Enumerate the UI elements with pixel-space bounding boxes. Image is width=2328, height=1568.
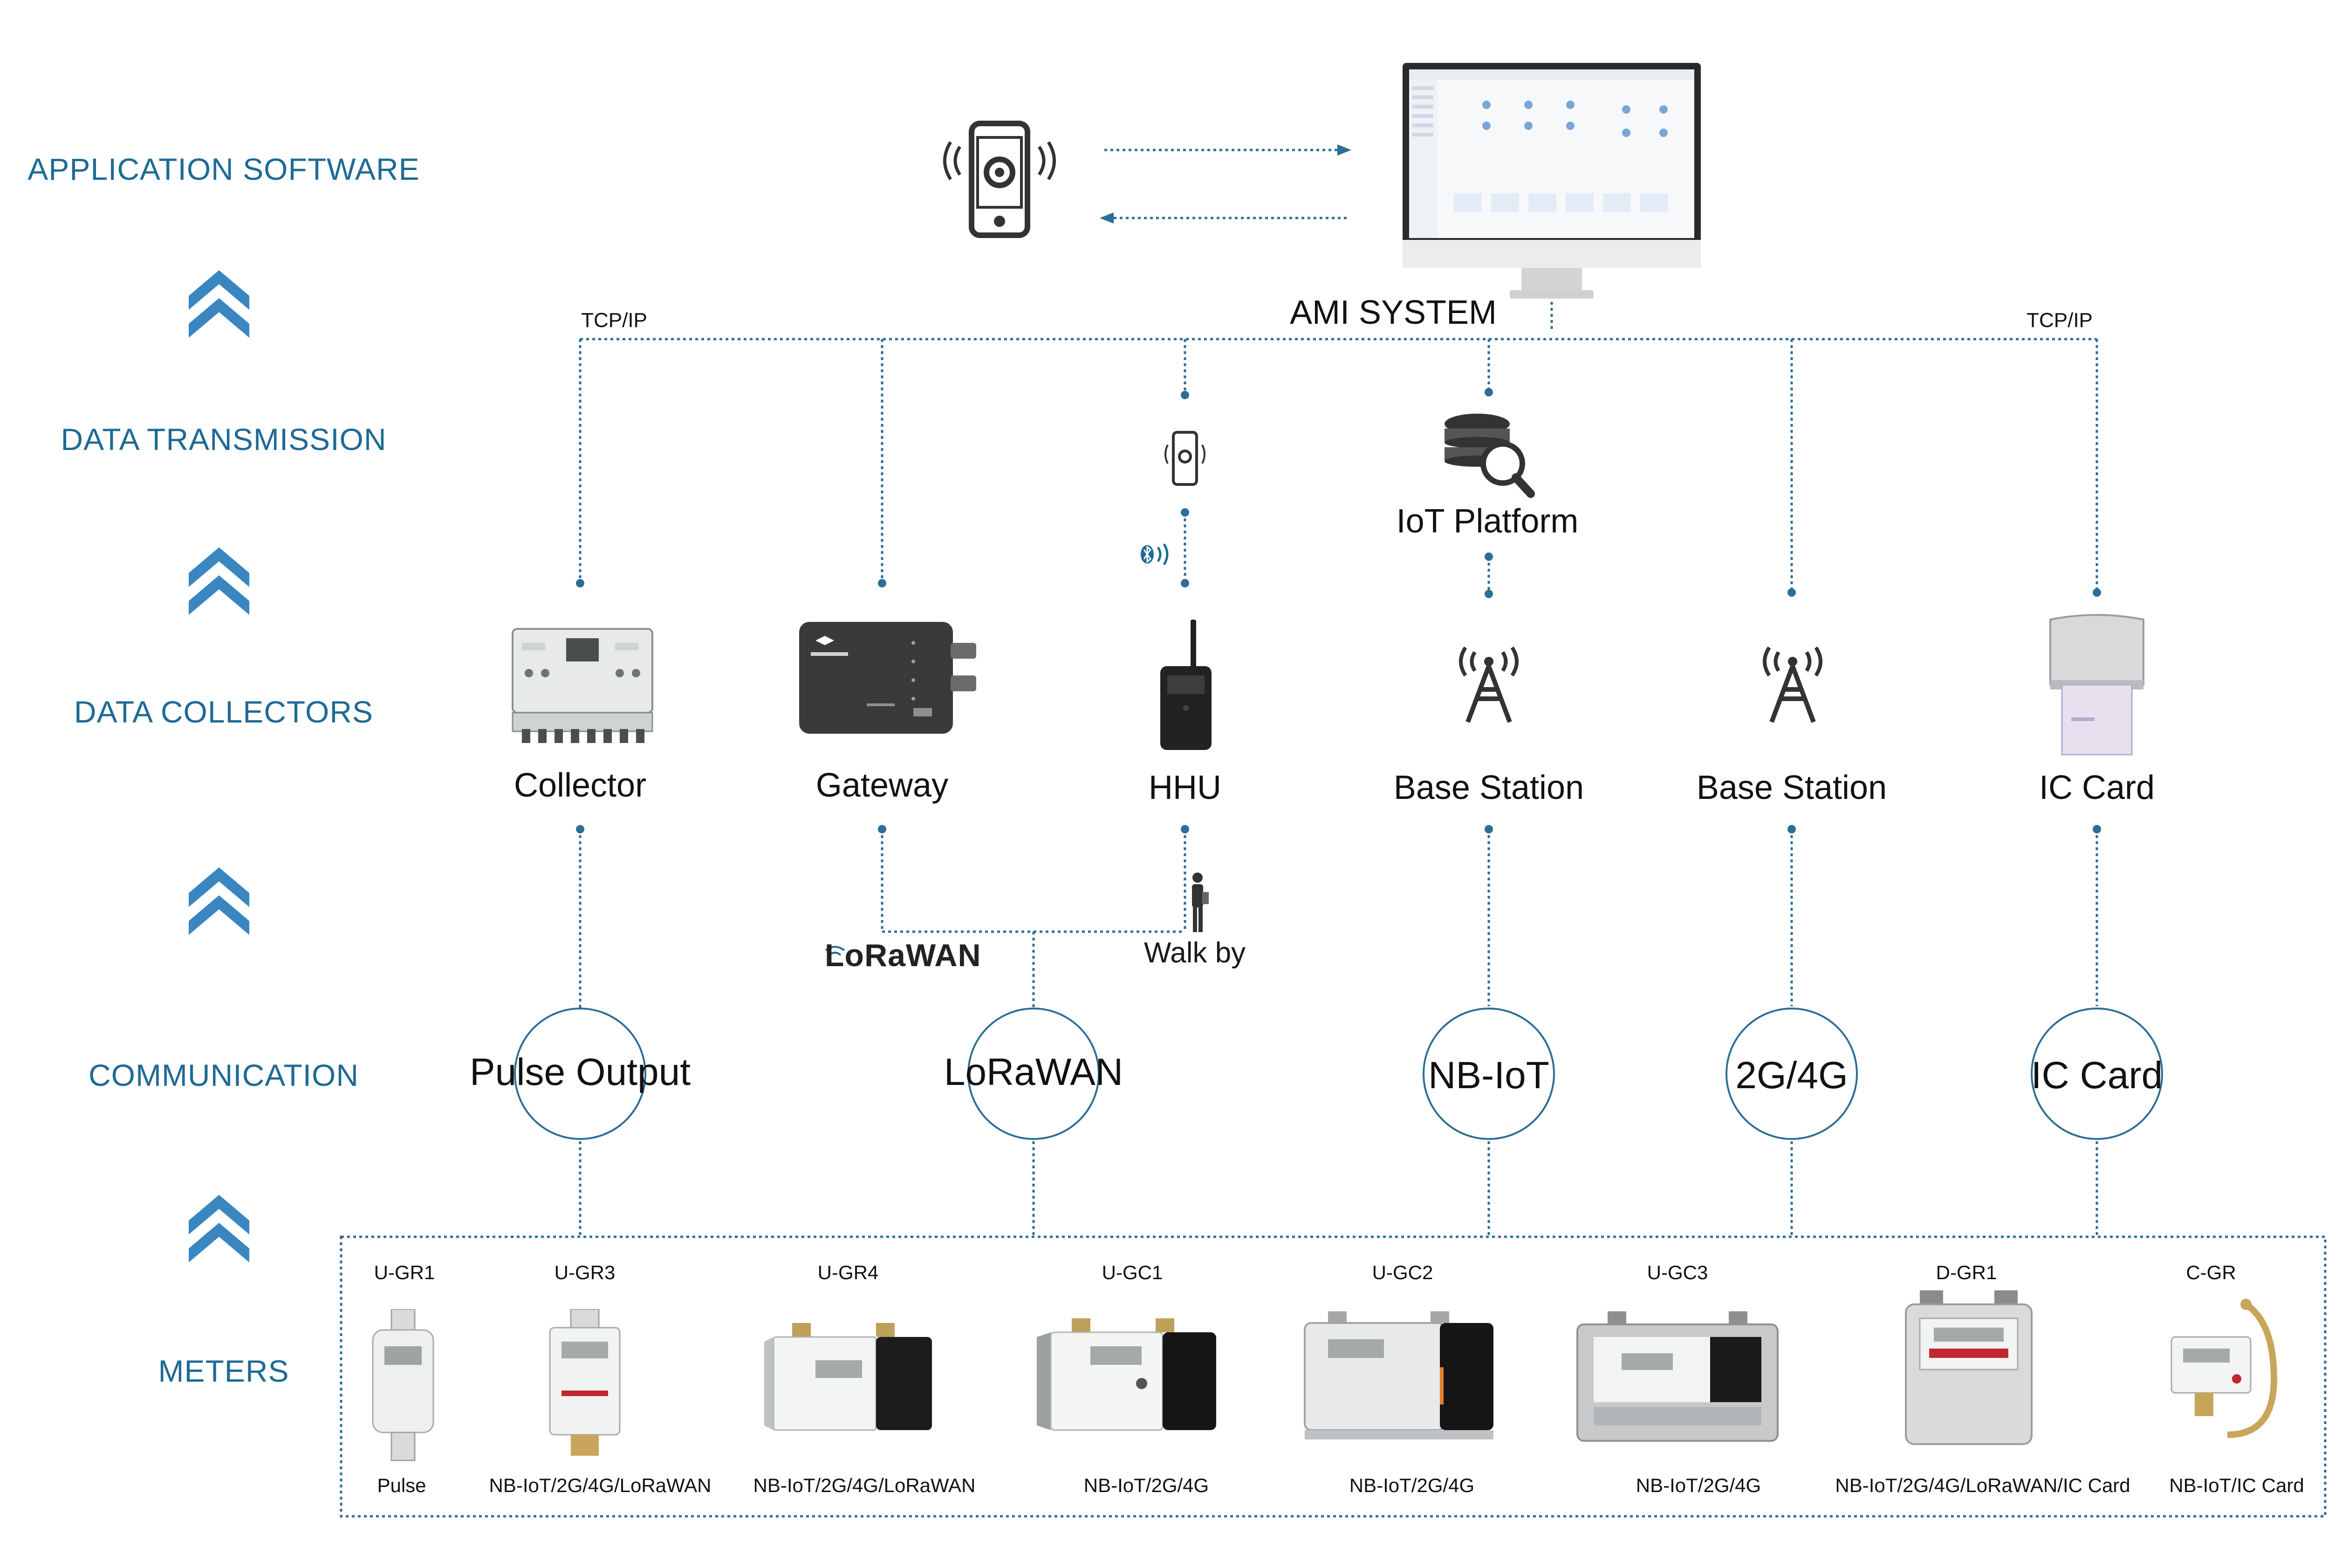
comm-2g-4g: 2G/4G [1735, 1054, 1848, 1097]
comm-nb-iot: NB-IoT [1428, 1054, 1549, 1097]
chevron-up-icon [189, 1195, 249, 1262]
layer-label-collectors: DATA COLLECTORS [74, 695, 374, 729]
lorawan-signal-icon [825, 946, 845, 956]
ic-card-label: IC Card [2039, 769, 2155, 806]
meter-comm-u-gc1: NB-IoT/2G/4G [1083, 1474, 1209, 1496]
meter-comm-u-gr1: Pulse [377, 1474, 426, 1496]
meter-u-gr4 [764, 1323, 932, 1431]
meter-u-gc1 [1037, 1318, 1216, 1431]
meter-c-gr [2171, 1299, 2278, 1438]
layer-label-application: APPLICATION SOFTWARE [27, 152, 420, 186]
meter-model-d-gr1: D-GR1 [1936, 1261, 1997, 1283]
meter-u-gr1 [372, 1309, 434, 1461]
meter-model-u-gr4: U-GR4 [817, 1261, 879, 1283]
bluetooth-icon [1141, 543, 1169, 566]
meter-comm-u-gr4: NB-IoT/2G/4G/LoRaWAN [753, 1474, 976, 1496]
mobile-app-icon [943, 121, 1056, 238]
gateway-device [799, 622, 976, 734]
lorawan-logo: LoRaWAN [825, 938, 981, 973]
ami-system-label: AMI SYSTEM [1289, 294, 1497, 331]
comm-pulse-output: Pulse Output [469, 1051, 691, 1093]
layer-label-meters: METERS [158, 1354, 289, 1388]
meter-u-gc2 [1304, 1311, 1493, 1439]
meter-u-gr3 [549, 1309, 621, 1456]
tcp-ip-label-right: TCP/IP [2027, 309, 2093, 332]
meter-comm-d-gr1: NB-IoT/2G/4G/LoRaWAN/IC Card [1835, 1474, 2130, 1496]
ic-card-reader [2049, 614, 2144, 756]
meter-model-u-gc1: U-GC1 [1102, 1261, 1163, 1283]
hhu-phone-icon [1164, 431, 1205, 486]
meter-model-u-gc3: U-GC3 [1647, 1261, 1708, 1283]
comm-ic-card: IC Card [2031, 1054, 2163, 1097]
walk-by-label: Walk by [1144, 937, 1246, 969]
iot-platform-label: IoT Platform [1396, 503, 1579, 540]
base-station-label-1: Base Station [1393, 769, 1584, 806]
base-station-icon [1459, 646, 1519, 723]
meter-d-gr1 [1905, 1290, 2033, 1445]
meter-model-c-gr: C-GR [2186, 1261, 2236, 1283]
comm-lorawan: LoRaWAN [944, 1051, 1123, 1093]
meter-comm-u-gr3: NB-IoT/2G/4G/LoRaWAN [489, 1474, 712, 1496]
database-search-icon [1445, 414, 1535, 498]
chevron-up-icon [189, 547, 249, 615]
meter-model-u-gc2: U-GC2 [1372, 1261, 1433, 1283]
hhu-label: HHU [1149, 769, 1221, 806]
tcp-ip-label-left: TCP/IP [581, 309, 647, 332]
chevron-up-icon [189, 270, 249, 338]
meter-comm-c-gr: NB-IoT/IC Card [2169, 1474, 2304, 1496]
meter-u-gc3 [1576, 1311, 1779, 1442]
layer-label-transmission: DATA TRANSMISSION [61, 422, 387, 457]
meter-comm-u-gc2: NB-IoT/2G/4G [1349, 1474, 1475, 1496]
hhu-device [1160, 620, 1212, 750]
meter-model-u-gr1: U-GR1 [374, 1261, 435, 1283]
chevron-up-icon [189, 867, 249, 935]
gateway-label: Gateway [815, 767, 949, 804]
collector-label: Collector [514, 767, 647, 804]
meter-model-u-gr3: U-GR3 [554, 1261, 616, 1283]
walking-person-icon [1192, 873, 1209, 932]
meter-comm-u-gc3: NB-IoT/2G/4G [1636, 1474, 1761, 1496]
collector-device [512, 628, 653, 743]
base-station-icon [1763, 646, 1822, 723]
ami-monitor-screen [1403, 63, 1701, 299]
base-station-label-2: Base Station [1696, 769, 1887, 806]
layer-label-communication: COMMUNICATION [88, 1058, 359, 1092]
